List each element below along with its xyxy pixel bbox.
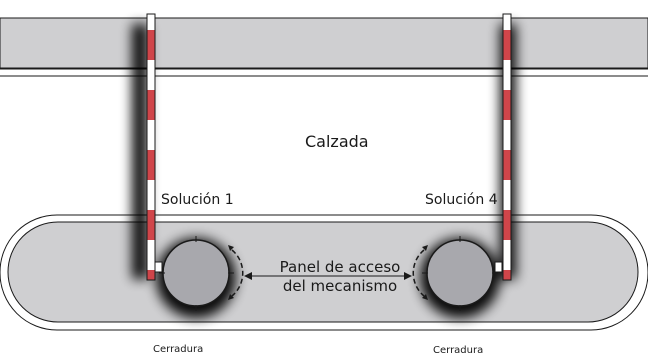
mechanism-left	[154, 236, 244, 311]
roadway	[0, 17, 648, 77]
lock-right-label: Cerradura	[433, 345, 484, 356]
mechanism-right	[412, 236, 503, 311]
access-panel-label: Panel de acceso del mecanismo	[270, 258, 410, 296]
barrier-arm-left	[146, 13, 156, 281]
road-label: Calzada	[305, 132, 369, 151]
access-panel-line-1: Panel de acceso	[279, 258, 401, 276]
lock-left-label: Cerradura	[153, 344, 204, 355]
access-panel-arrow	[244, 272, 412, 280]
solution-4-label: Solución 4	[425, 192, 498, 208]
barrier-arm-right	[502, 13, 512, 281]
access-panel-line-2: del mecanismo	[282, 277, 398, 295]
solution-1-label: Solución 1	[161, 192, 234, 208]
